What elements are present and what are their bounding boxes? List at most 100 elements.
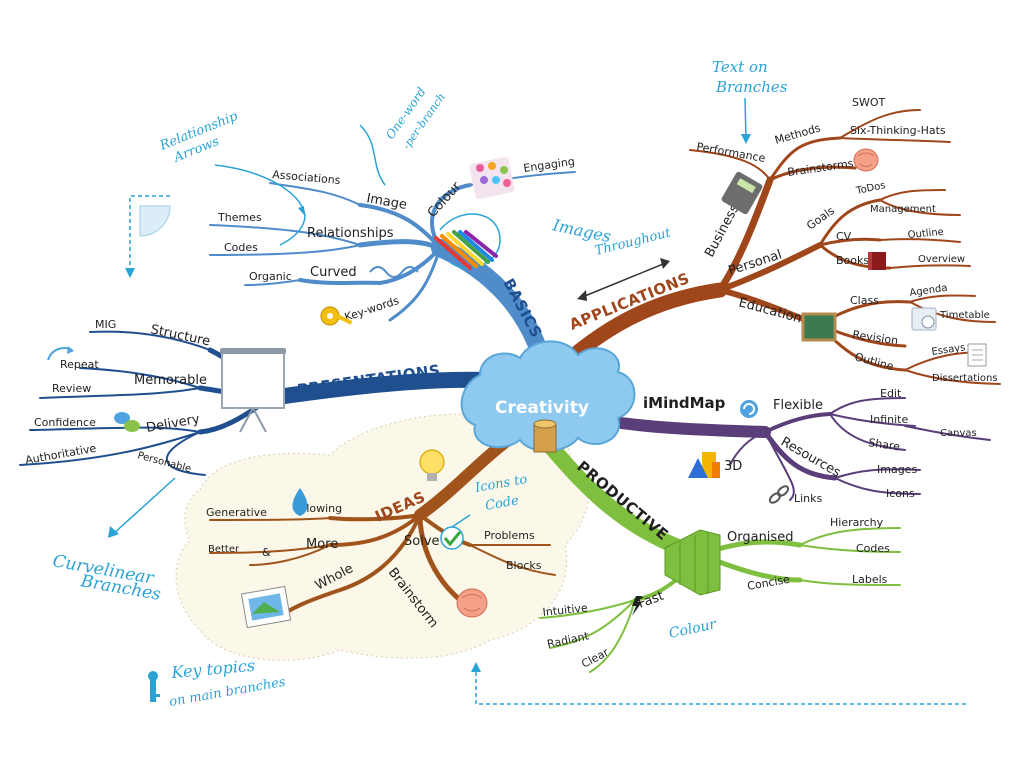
svg-text:Branches: Branches [715,78,788,96]
annotation-relationship-arrows: Relationship Arrows [157,109,241,166]
curvelinear-pointer-head [108,526,119,538]
productive-label-concise: Concise [746,573,791,593]
pencil-arrow-double [579,261,669,299]
book-icon [868,252,886,270]
applications-label-dissertations: Dissertations [932,373,998,384]
central-topic-label: Creativity [495,398,589,418]
text-on-branches-arrow [744,97,747,141]
ideas-label-problems: Problems [484,529,535,542]
productive-label-intuitive: Intuitive [542,601,589,619]
productive-label-labels: Labels [852,573,888,586]
lightning-icon [632,596,642,616]
applications-label-management: Management [870,204,936,215]
basics-wave-curved [369,266,419,278]
presentations-label-memorable: Memorable [134,373,207,388]
imindmap-label-flexible: Flexible [773,398,823,413]
colour-palette-icon [469,156,515,200]
applications-label-books: Books [836,254,869,267]
relationship-arrow-head [298,206,305,216]
data-cylinder-icon [533,419,557,453]
presentations-label-delivery: Delivery [145,412,201,436]
productive-label-codes: Codes [856,542,890,555]
applications-label-performance: Performance [695,140,766,165]
ideas-label-ampersand: & [262,546,271,559]
green-funnel-icon [664,529,721,596]
applications-label-essays: Essays [931,342,966,358]
imindmap-label-icons: Icons [886,487,915,500]
imindmap-label-infinite: Infinite [870,413,908,426]
colour-pencils-icon [434,230,498,270]
productive-label-fast: Fast [636,589,666,612]
dashed-corner-arc [139,205,171,237]
links-icon [768,485,790,504]
applications-label-outline-education: Outline [853,350,895,373]
main-branch-label-imindmap: iMindMap [643,394,726,412]
chalkboard-icon [801,312,837,342]
key-icon [320,306,353,326]
applications-label-overview: Overview [918,254,965,265]
applications-label-cv: CV [836,230,852,243]
applications-label-business: Business [702,202,742,260]
basics-label-associations: Associations [272,168,342,187]
svg-text:Key topics: Key topics [170,656,256,682]
picture-icon [240,585,292,629]
central-cloud [460,340,636,452]
text-on-branches-arrow-head [741,134,751,144]
basics-label-colour: Colour [425,179,465,221]
annotation-curvelinear-branches: Curvelinear Branches [51,551,162,605]
productive-label-clear: Clear [579,645,611,670]
applications-label-brainstorms: Brainstorms [787,157,855,179]
basics-label-curved: Curved [310,265,357,280]
dashed-bracket-top-left-head [125,268,135,278]
lightbulb-icon [419,449,445,481]
annotation-key-topics: Key topics on main branches [168,656,287,710]
productive-label-organised: Organised [727,530,793,545]
productive-label-hierarchy: Hierarchy [830,516,884,529]
keyhole-icon [148,671,160,702]
main-branch-label-productive: PRODUCTIVE [573,457,672,544]
imindmap-label-share: Share [868,436,901,453]
applications-label-class: Class [850,294,879,307]
presentations-label-mig: MIG [95,318,116,331]
dashed-bracket-bottom-head [471,662,481,672]
presentations-label-repeat: Repeat [60,358,99,371]
presentations-label-confidence: Confidence [34,416,96,429]
basics-label-organic: Organic [249,270,292,283]
refresh-icon [740,400,758,418]
annotation-colour: Colour [668,616,719,642]
ideas-label-blocks: Blocks [506,559,542,572]
applications-label-six-thinking-hats: Six-Thinking-Hats [850,124,946,137]
pencil-arrow-head-right [660,258,670,269]
applications-label-methods: Methods [773,121,822,147]
basics-label-codes: Codes [224,241,258,254]
svg-text:Text on: Text on [712,58,768,76]
icons-to-code-pointer [451,514,471,528]
ideas-label-more: More [306,537,338,552]
imindmap-label-links: Links [794,492,823,505]
brain-icon-business [853,148,879,172]
applications-label-swot: SWOT [852,96,886,109]
calculator-icon [721,171,763,215]
speech-bubbles-icon [114,412,140,432]
basics-label-themes: Themes [217,211,262,224]
applications-label-education: Education [737,295,803,326]
ideas-label-solve: Solve [404,534,440,549]
curvelinear-pointer [111,477,176,536]
calendar-icon [911,307,937,331]
presentations-label-structure: Structure [149,322,211,349]
applications-label-todos: ToDos [854,180,886,197]
projector-screen-icon [220,348,286,433]
basics-label-relationships: Relationships [307,226,394,241]
presentations-label-authoritative: Authoritative [24,442,97,467]
pencil-arrow-head-left [577,290,587,301]
one-word-bracket [359,124,386,186]
svg-text:Code: Code [484,493,520,514]
annotation-one-word-per-branch: One-word -per-branch [383,85,448,152]
applications-label-agenda: Agenda [909,283,948,299]
brain-icon-ideas [456,588,488,618]
document-icon [967,343,987,367]
curved-arrow-icon [47,346,74,361]
applications-label-revision: Revision [852,328,899,347]
